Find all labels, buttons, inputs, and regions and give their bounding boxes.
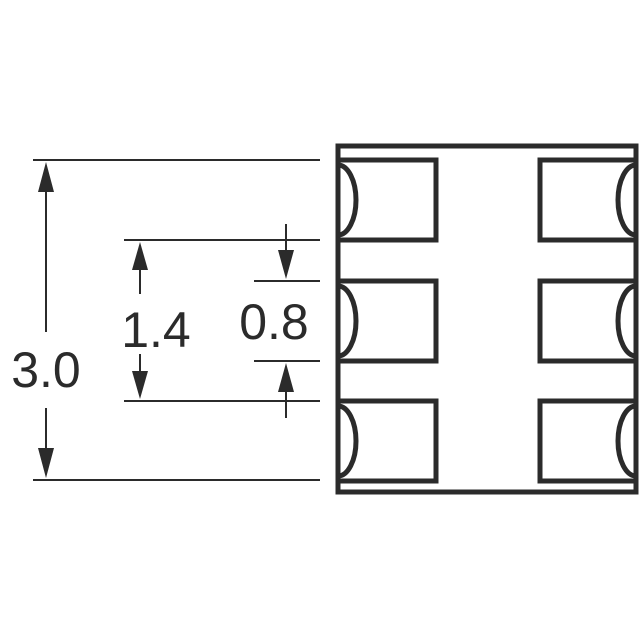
pad-left-1-notch (337, 162, 359, 238)
arrow-down-icon (38, 448, 54, 478)
pad-right-1 (537, 157, 639, 243)
arrow-up-icon (278, 363, 294, 392)
arrow-up-icon (132, 242, 148, 270)
pad-left-1 (335, 157, 439, 243)
pad-column-right (537, 157, 639, 484)
pad-right-2 (537, 278, 639, 364)
arrow-down-icon (132, 371, 148, 399)
pad-right-2-notch (615, 283, 637, 359)
dimension-overall: 3.0 (11, 159, 320, 481)
label-pad-width: 0.8 (239, 294, 309, 350)
pad-right-1-notch (615, 162, 637, 238)
dimension-pad-width: 0.8 (239, 224, 320, 418)
arrow-down-icon (278, 250, 294, 279)
pad-right-3 (537, 398, 639, 484)
pad-column-left (335, 157, 439, 484)
pad-left-2-notch (337, 283, 359, 359)
label-pad-pitch: 1.4 (121, 302, 191, 358)
pad-right-3-notch (615, 403, 637, 479)
pad-left-2 (335, 278, 439, 364)
arrow-up-icon (38, 162, 54, 192)
label-overall-height: 3.0 (11, 342, 81, 398)
pad-left-3-notch (337, 403, 359, 479)
pad-left-3 (335, 398, 439, 484)
dimension-pitch: 1.4 (121, 239, 320, 402)
